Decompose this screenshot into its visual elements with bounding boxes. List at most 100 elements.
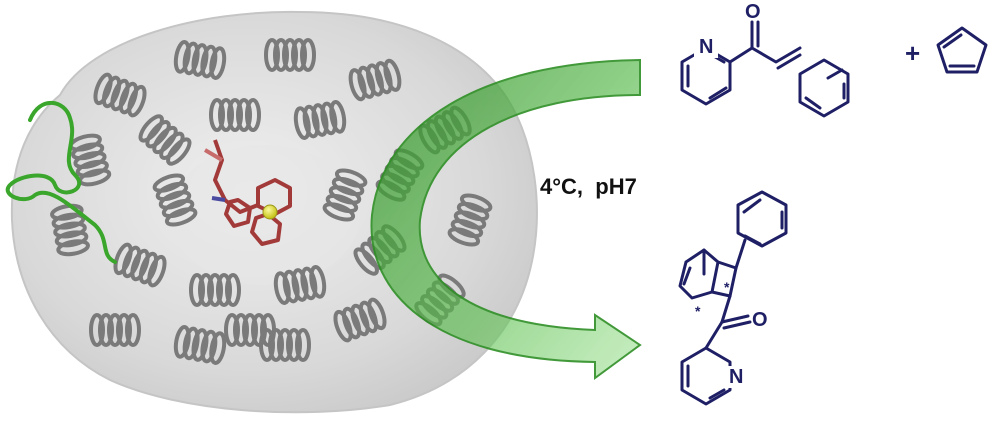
helix-turn <box>189 273 205 307</box>
helix-turn <box>291 38 307 72</box>
helix-turn <box>147 254 167 288</box>
alpha-helix <box>173 325 227 365</box>
helix-turn <box>145 120 171 149</box>
helix-turn <box>209 46 227 80</box>
metal-ion <box>262 204 278 220</box>
helix-turn <box>116 313 132 347</box>
alpha-helix <box>93 72 147 118</box>
helix-turn <box>309 265 327 299</box>
helix-turn <box>453 210 487 230</box>
helix-turn <box>459 193 493 213</box>
cofactor-ligand <box>203 139 292 246</box>
helix-turn <box>348 68 367 102</box>
helix-turn <box>264 38 280 72</box>
helix-turn <box>218 98 234 132</box>
helix-turn <box>291 268 309 302</box>
product-norbornene-adduct: O N * * <box>678 190 788 406</box>
helix-turn <box>224 313 240 347</box>
alpha-helix <box>322 168 368 222</box>
carbonyl-oxygen-2: O <box>752 309 768 331</box>
helix-turn <box>273 38 289 72</box>
helix-turn <box>127 84 147 118</box>
alpha-helix <box>152 173 198 227</box>
helix-turn <box>110 78 130 112</box>
helix-turn <box>130 248 150 282</box>
helix-turn <box>198 273 214 307</box>
helix-turn <box>216 273 232 307</box>
alpha-helix <box>348 58 402 102</box>
helix-turn <box>227 98 243 132</box>
helix-turn <box>166 137 192 166</box>
helix-turn <box>295 328 311 362</box>
alpha-helix <box>50 203 90 257</box>
alpha-helix <box>89 313 141 347</box>
helix-turn <box>158 190 192 210</box>
loop-highlight <box>5 100 117 264</box>
reactant-cyclopentadiene <box>936 26 988 74</box>
helix-turn <box>333 309 353 343</box>
alpha-helix <box>224 313 276 347</box>
alpha-helix <box>209 98 261 132</box>
protein-structure <box>5 10 538 414</box>
helix-turn <box>71 142 105 161</box>
helix-turn <box>350 303 370 337</box>
helix-turn <box>367 297 387 331</box>
helix-turn <box>358 300 379 334</box>
helix-turn <box>152 125 178 155</box>
helix-turn <box>282 38 298 72</box>
helix-turn <box>161 198 195 219</box>
helix-turn <box>293 106 311 140</box>
helix-turn <box>329 100 347 134</box>
alpha-helix <box>113 242 167 288</box>
helix-turn <box>322 202 356 222</box>
helix-turn <box>125 313 141 347</box>
helix-turn <box>200 329 218 364</box>
stereo-marker-1: * <box>724 279 730 295</box>
alpha-helix <box>138 114 192 166</box>
helix-turn <box>159 131 185 160</box>
helix-turn <box>383 58 402 92</box>
helix-turn <box>300 38 316 72</box>
reactant-azachalcone: N O <box>680 1 850 118</box>
helix-turn <box>236 98 252 132</box>
alpha-helix <box>333 297 387 343</box>
helix-turn <box>164 207 198 227</box>
helix-turn <box>282 269 300 304</box>
helix-turn <box>191 43 209 77</box>
helix-turn <box>233 313 249 347</box>
helix-turn <box>182 326 200 361</box>
alpha-helix <box>189 273 241 307</box>
helix-turn <box>56 239 90 257</box>
plus-sign: + <box>905 38 920 68</box>
helix-turn <box>334 168 368 188</box>
helix-turn <box>245 98 261 132</box>
helix-turn <box>173 325 191 359</box>
helix-turn <box>118 81 139 115</box>
helix-turn <box>113 242 133 276</box>
helix-turn <box>182 41 200 76</box>
alpha-helix <box>293 100 347 140</box>
helix-turn <box>447 227 481 247</box>
helix-turn <box>209 331 227 365</box>
helix-turn <box>328 185 362 205</box>
helix-turn <box>286 328 302 362</box>
helix-turn <box>320 101 338 136</box>
helix-turn <box>73 151 107 169</box>
helix-turn <box>121 245 142 279</box>
helix-turn <box>251 313 267 347</box>
helix-turn <box>138 251 159 285</box>
helix-turn <box>311 103 329 137</box>
alpha-helix <box>273 265 327 305</box>
helix-turn <box>450 218 484 239</box>
helix-turn <box>374 61 393 95</box>
pyridine-nitrogen-1: N <box>699 36 713 58</box>
helix-turn <box>225 273 241 307</box>
helix-turn <box>138 114 164 143</box>
helix-turn <box>101 75 122 109</box>
helix-turn <box>89 313 105 347</box>
helix-turn <box>366 63 384 97</box>
helix-turn <box>155 181 189 202</box>
pyridine-nitrogen-2: N <box>729 366 743 388</box>
helix-turn <box>53 221 87 239</box>
helix-turn <box>300 266 318 301</box>
